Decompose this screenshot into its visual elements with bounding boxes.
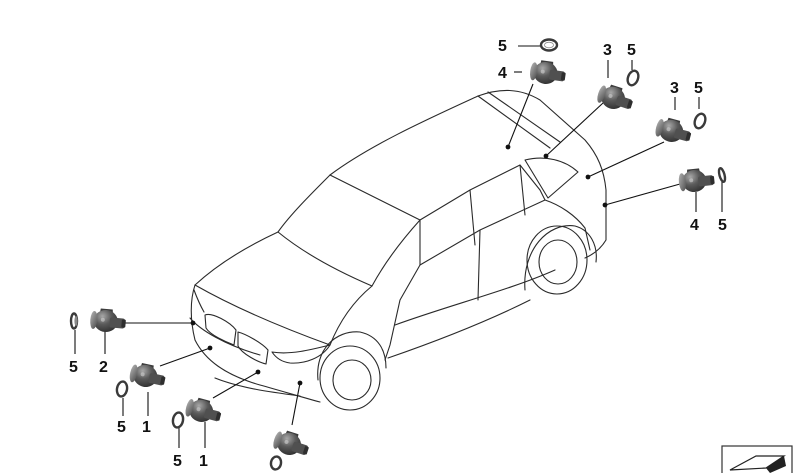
connection-points — [190, 144, 608, 386]
callout-4: 4 — [498, 65, 507, 82]
parking-sensor-icon — [89, 307, 127, 334]
sealing-ring-icon — [539, 38, 559, 52]
sealing-ring-icon — [269, 455, 283, 471]
callout-5: 5 — [69, 359, 78, 376]
callout-3: 3 — [603, 42, 612, 59]
sealing-ring-icon — [69, 312, 79, 330]
parking-sensor-icon — [528, 58, 568, 87]
callout-4: 4 — [690, 217, 699, 234]
callout-3: 3 — [670, 80, 679, 97]
parking-sensor-icon — [594, 81, 636, 115]
callout-numbers: 5 4 3 5 3 5 4 5 5 2 5 1 5 1 — [69, 38, 727, 470]
leader-lines — [74, 45, 723, 448]
callout-5: 5 — [718, 217, 727, 234]
parking-sensor-icon — [677, 166, 716, 194]
callout-1: 1 — [199, 453, 208, 470]
parking-sensor-icon — [183, 395, 224, 427]
sealing-ring-icon — [717, 167, 727, 183]
callout-5: 5 — [173, 453, 182, 470]
vehicle-outline — [189, 89, 607, 411]
diagram-badge-icon — [721, 445, 793, 473]
sealing-ring-icon — [693, 112, 707, 130]
sealing-ring-icon — [626, 69, 640, 87]
callout-2: 2 — [99, 359, 108, 376]
callout-1: 1 — [142, 419, 151, 436]
callout-5: 5 — [627, 42, 636, 59]
sealing-ring-icon — [171, 411, 185, 429]
callout-5: 5 — [498, 38, 507, 55]
callout-5: 5 — [117, 419, 126, 436]
callout-5: 5 — [694, 80, 703, 97]
sealing-ring-icon — [115, 380, 129, 398]
parking-sensor-icon — [653, 115, 694, 147]
